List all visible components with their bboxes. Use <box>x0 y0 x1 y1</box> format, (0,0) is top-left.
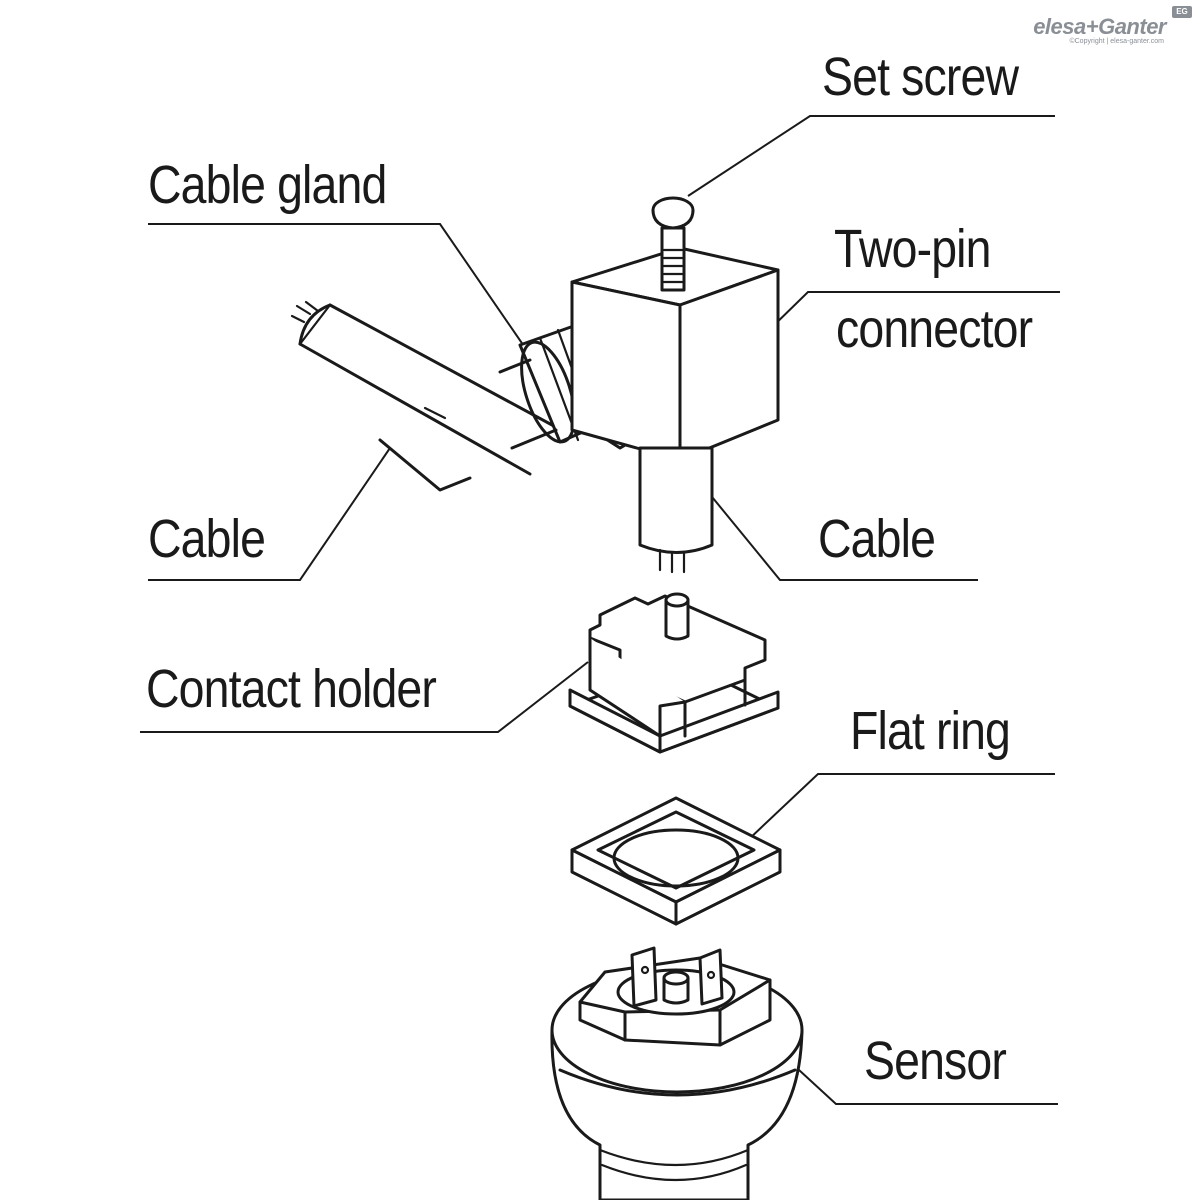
leader-cable-right <box>689 469 978 581</box>
cable-left-part <box>290 300 567 492</box>
brand-badge: EG <box>1172 6 1192 18</box>
leader-cable-left <box>148 447 391 581</box>
leader-cable-gland <box>148 223 529 353</box>
label-set-screw: Set screw <box>822 47 1019 107</box>
label-contact-holder: Contact holder <box>146 659 437 719</box>
label-cable-left: Cable <box>148 509 266 569</box>
label-sensor: Sensor <box>864 1031 1007 1091</box>
label-cable-right: Cable <box>818 509 936 569</box>
cable-right-part <box>638 446 714 574</box>
label-cable-gland: Cable gland <box>148 155 387 215</box>
leader-set-screw <box>687 115 1055 197</box>
contact-holder-part <box>568 592 780 754</box>
flat-ring-part <box>570 796 782 926</box>
leader-flat-ring <box>747 773 1055 841</box>
set-screw-part <box>651 196 695 292</box>
leader-contact-holder <box>140 661 589 733</box>
leader-lines <box>140 115 1060 1105</box>
two-pin-connector-part <box>570 246 780 462</box>
sensor-part <box>550 946 804 1200</box>
label-two-pin-line2: connector <box>836 299 1033 359</box>
brand-logo: elesa+Ganter <box>1033 14 1166 39</box>
brand-copyright: ©Copyright | elesa-ganter.com <box>1069 38 1164 45</box>
label-two-pin-line1: Two-pin <box>834 219 991 279</box>
label-flat-ring: Flat ring <box>850 701 1011 761</box>
